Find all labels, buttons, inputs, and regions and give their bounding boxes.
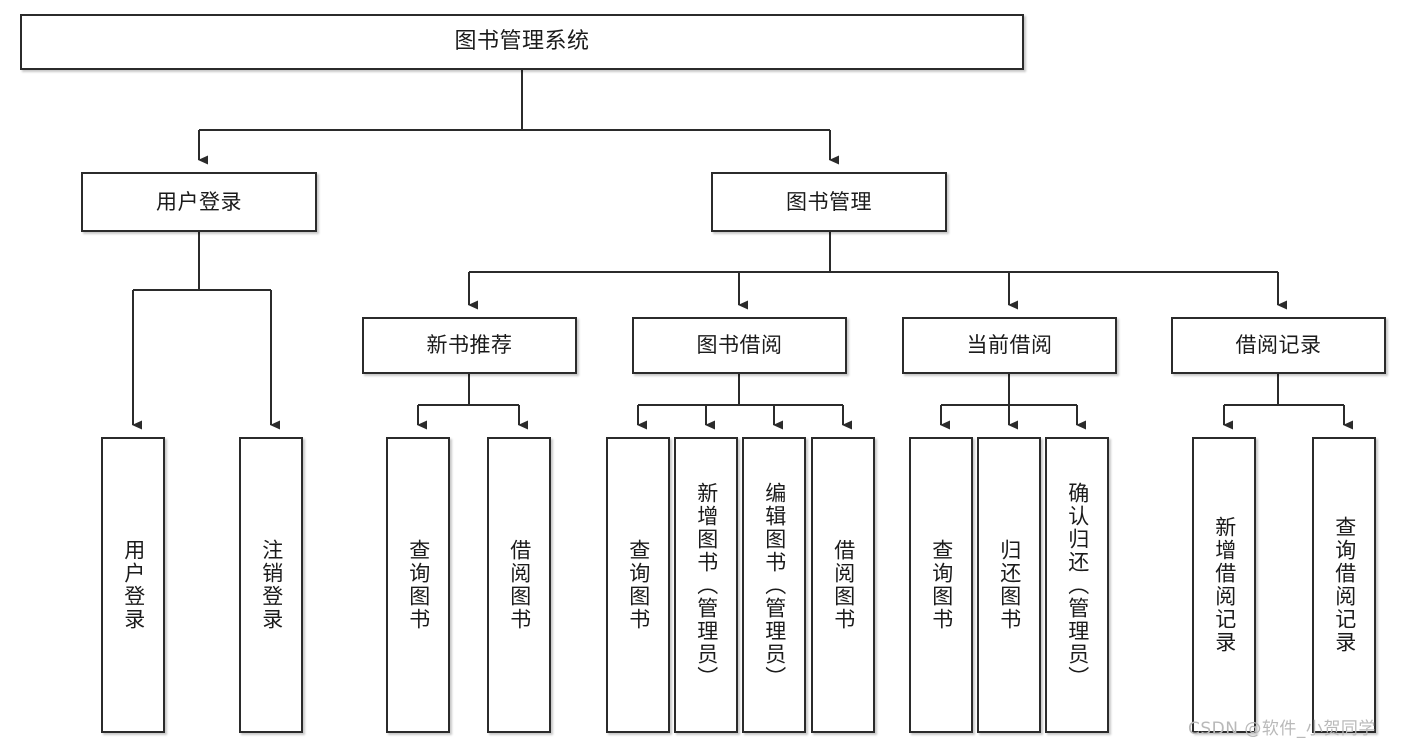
node-leaf-query-record-label: 查询借阅记录	[1332, 516, 1357, 654]
node-leaf-add-record-label: 新增借阅记录	[1212, 516, 1237, 654]
node-leaf-query-book-2[interactable]: 查询图书	[606, 437, 670, 733]
node-leaf-add-record[interactable]: 新增借阅记录	[1192, 437, 1256, 733]
node-leaf-logout-label: 注销登录	[259, 539, 284, 631]
node-user-login[interactable]: 用户登录	[81, 172, 317, 232]
node-leaf-borrow-book-1[interactable]: 借阅图书	[487, 437, 551, 733]
node-leaf-confirm-return-label: 确认归还（管理员）	[1065, 481, 1090, 689]
node-leaf-return-book[interactable]: 归还图书	[977, 437, 1041, 733]
node-leaf-borrow-book-1-label: 借阅图书	[507, 539, 532, 631]
node-book-manage[interactable]: 图书管理	[711, 172, 947, 232]
node-leaf-return-book-label: 归还图书	[997, 539, 1022, 631]
node-leaf-logout[interactable]: 注销登录	[239, 437, 303, 733]
node-leaf-user-login-label: 用户登录	[121, 539, 146, 631]
node-leaf-query-book-1[interactable]: 查询图书	[386, 437, 450, 733]
node-borrow-record-label: 借阅记录	[1235, 333, 1322, 358]
node-new-book-recommend-label: 新书推荐	[426, 333, 513, 358]
node-root-label: 图书管理系统	[454, 28, 590, 54]
node-new-book-recommend[interactable]: 新书推荐	[362, 317, 577, 374]
node-user-login-label: 用户登录	[156, 189, 242, 214]
node-leaf-add-book-label: 新增图书（管理员）	[694, 481, 719, 689]
node-current-borrow-label: 当前借阅	[966, 333, 1053, 358]
node-leaf-add-book[interactable]: 新增图书（管理员）	[674, 437, 738, 733]
node-leaf-edit-book-label: 编辑图书（管理员）	[762, 481, 787, 689]
node-leaf-query-book-1-label: 查询图书	[406, 539, 431, 631]
node-leaf-query-book-3-label: 查询图书	[929, 539, 954, 631]
node-leaf-confirm-return[interactable]: 确认归还（管理员）	[1045, 437, 1109, 733]
node-book-borrow-label: 图书借阅	[696, 333, 783, 358]
node-leaf-user-login[interactable]: 用户登录	[101, 437, 165, 733]
node-leaf-borrow-book-2-label: 借阅图书	[831, 539, 856, 631]
node-leaf-query-record[interactable]: 查询借阅记录	[1312, 437, 1376, 733]
node-leaf-edit-book[interactable]: 编辑图书（管理员）	[742, 437, 806, 733]
node-book-borrow[interactable]: 图书借阅	[632, 317, 847, 374]
node-leaf-borrow-book-2[interactable]: 借阅图书	[811, 437, 875, 733]
node-root[interactable]: 图书管理系统	[20, 14, 1024, 70]
node-leaf-query-book-3[interactable]: 查询图书	[909, 437, 973, 733]
node-leaf-query-book-2-label: 查询图书	[626, 539, 651, 631]
csdn-watermark: CSDN @软件_小贺同学	[1188, 719, 1376, 739]
node-current-borrow[interactable]: 当前借阅	[902, 317, 1117, 374]
node-book-manage-label: 图书管理	[786, 189, 872, 214]
node-borrow-record[interactable]: 借阅记录	[1171, 317, 1386, 374]
